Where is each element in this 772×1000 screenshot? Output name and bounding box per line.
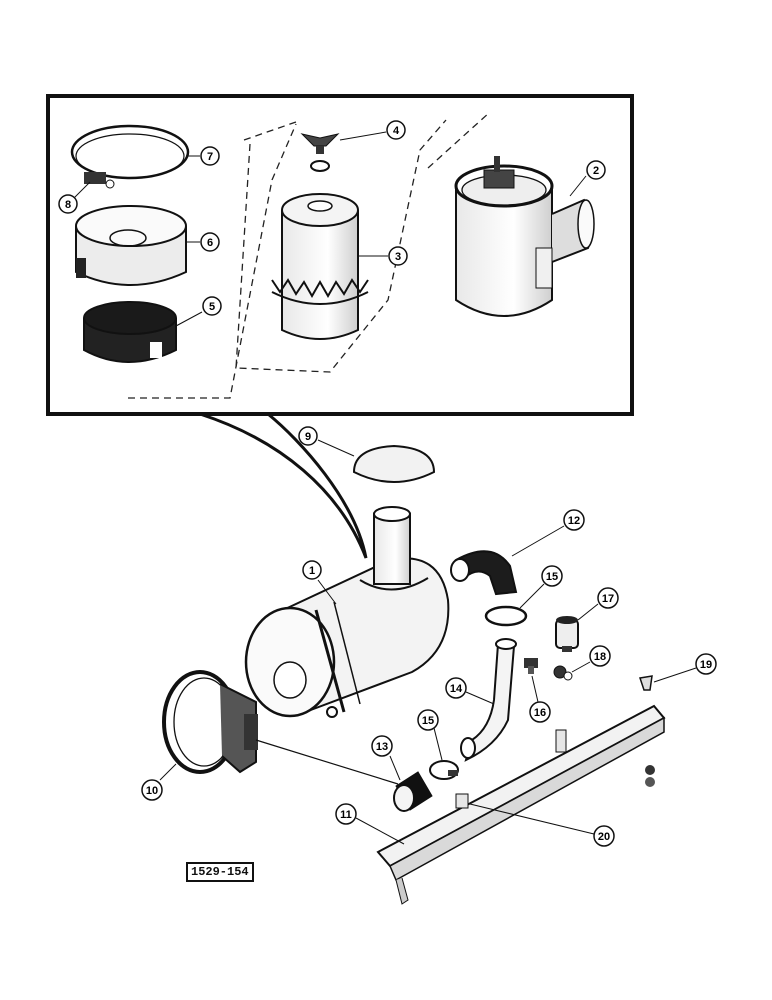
callout-9: 9: [298, 426, 355, 457]
svg-text:15: 15: [546, 571, 558, 583]
svg-text:11: 11: [340, 809, 352, 821]
callout-17: 17: [577, 587, 619, 621]
callout-14: 14: [445, 677, 495, 705]
svg-text:14: 14: [450, 683, 463, 695]
elbow-hose-part-12: [450, 550, 518, 596]
clamp-band-part-7: [70, 124, 190, 189]
callout-10: 10: [141, 763, 177, 801]
inset-group-left-outline: [128, 123, 297, 399]
drawing-reference-label: 1529-154: [186, 862, 254, 882]
callout-2: 2: [569, 160, 606, 197]
ring-clamp-part-10: [162, 670, 258, 774]
svg-text:6: 6: [207, 237, 213, 249]
callout-16: 16: [529, 675, 551, 723]
svg-text:12: 12: [568, 515, 580, 527]
svg-text:5: 5: [209, 301, 215, 313]
svg-text:13: 13: [376, 741, 388, 753]
callout-18: 18: [571, 645, 611, 673]
air-cleaner-body-part-1: [244, 506, 450, 718]
callout-label: 1: [309, 565, 315, 577]
svg-text:20: 20: [598, 831, 610, 843]
svg-text:2: 2: [593, 165, 599, 177]
precleaner-part-5: [83, 301, 177, 363]
svg-text:3: 3: [395, 251, 401, 263]
indicator-part-17: [555, 616, 579, 652]
hose-clamp-part-15-lower: [429, 760, 459, 780]
cover-part-6: [75, 205, 187, 286]
nuts-hardware: [645, 765, 655, 787]
leader-10-to-13: [255, 739, 399, 785]
callout-1: 1: [302, 560, 337, 605]
tube-part-14: [460, 638, 517, 762]
detail-inset: [46, 94, 634, 559]
callout-19: 19: [653, 653, 717, 683]
bolt-part-19: [639, 675, 653, 691]
callout-6: 6: [186, 232, 220, 252]
callout-15-upper: 15: [519, 565, 563, 609]
svg-text:4: 4: [393, 125, 400, 137]
callout-4: 4: [339, 120, 406, 141]
mounting-bracket-part-11: [376, 704, 666, 905]
wing-nut-part-4: [300, 133, 340, 172]
svg-text:15: 15: [422, 715, 434, 727]
callout-8: 8: [58, 181, 91, 214]
inset-frame: [46, 94, 634, 416]
callout-3: 3: [358, 246, 408, 266]
hose-clamp-part-15-upper: [484, 605, 528, 627]
callout-20: 20: [469, 803, 615, 847]
svg-text:16: 16: [534, 707, 546, 719]
cap-part-9: [352, 444, 436, 483]
callout-7: 7: [186, 146, 220, 166]
svg-text:8: 8: [65, 199, 71, 211]
callouts: 1 2 3 4 5 6: [58, 120, 717, 847]
svg-text:7: 7: [207, 151, 213, 163]
adapter-part-18: [553, 665, 573, 681]
svg-text:9: 9: [305, 431, 311, 443]
callout-5: 5: [175, 296, 222, 327]
housing-part-2: [454, 156, 595, 317]
svg-text:18: 18: [594, 651, 606, 663]
callout-13: 13: [371, 735, 401, 781]
inset-group-right-outline: [427, 111, 491, 169]
hose-sleeve-part-13: [393, 771, 433, 812]
svg-text:10: 10: [146, 785, 158, 797]
svg-text:19: 19: [700, 659, 712, 671]
callout-11: 11: [335, 803, 405, 845]
fitting-part-16: [524, 658, 538, 674]
svg-text:17: 17: [602, 593, 614, 605]
callout-15-lower: 15: [417, 709, 443, 761]
callout-12: 12: [511, 509, 585, 557]
inset-group-mid-outline: [235, 119, 447, 373]
inset-pointer: [199, 412, 368, 559]
filter-element-part-3: [271, 193, 369, 340]
